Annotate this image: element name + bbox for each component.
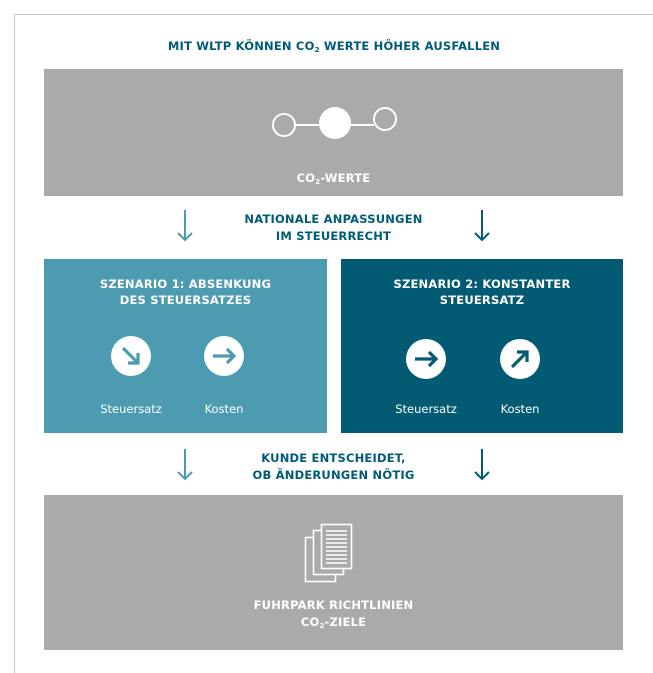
arrow-down-right-icon	[111, 336, 151, 376]
scenario-1-title: SZENARIO 1: ABSENKUNG DES STEUERSATZES	[99, 277, 272, 307]
arrow-right-icon	[406, 339, 446, 379]
arrow-right-icon	[204, 336, 244, 376]
frame-left-line	[14, 14, 15, 673]
scenario-2-kosten-label: Kosten	[500, 402, 540, 416]
fleet-guidelines-box: FUHRPARK RICHTLINIEN CO2-ZIELE	[44, 495, 623, 650]
scenario-1-steuersatz-label: Steuersatz	[100, 402, 162, 416]
scenario-1-box: SZENARIO 1: ABSENKUNG DES STEUERSATZES S…	[44, 259, 327, 433]
arrow-down-left-1	[177, 210, 193, 242]
co2-values-label: CO2-WERTE	[296, 171, 371, 186]
molecule-icon	[272, 107, 397, 139]
fleet-guidelines-label: FUHRPARK RICHTLINIEN CO2-ZIELE	[253, 598, 414, 630]
scenario-2-box: SZENARIO 2: KONSTANTER STEUERSATZ Steuer…	[341, 259, 623, 433]
diagram-title: MIT WLTP KÖNNEN CO2 WERTE HÖHER AUSFALLE…	[167, 39, 501, 54]
scenario-1-kosten-label: Kosten	[204, 402, 244, 416]
arrow-down-right-2	[474, 449, 490, 481]
frame-top-line	[14, 14, 653, 15]
arrow-down-left-2	[177, 449, 193, 481]
national-adjustments-text: NATIONALE ANPASSUNGEN IM STEUERRECHT	[244, 212, 423, 243]
scenario-2-steuersatz-label: Steuersatz	[395, 402, 457, 416]
customer-decides-text: KUNDE ENTSCHEIDET, OB ÄNDERUNGEN NÖTIG	[252, 451, 415, 482]
co2-values-box: CO2-WERTE	[44, 69, 623, 196]
scenario-2-title: SZENARIO 2: KONSTANTER STEUERSATZ	[393, 277, 571, 307]
documents-icon	[304, 523, 353, 583]
arrow-down-right-1	[474, 210, 490, 242]
arrow-up-right-icon	[500, 339, 540, 379]
